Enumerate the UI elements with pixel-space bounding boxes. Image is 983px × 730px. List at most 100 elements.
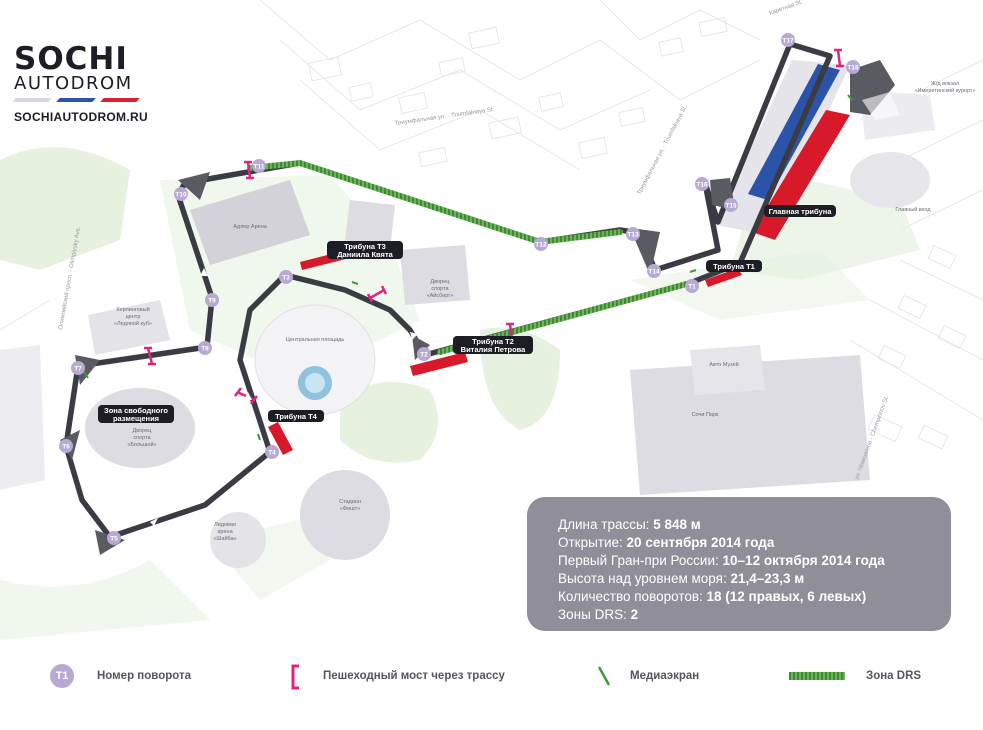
- callout-t4: [268, 410, 324, 422]
- legend-drs: Зона DRS: [866, 670, 922, 682]
- fisht-stadium: [300, 470, 390, 560]
- stand-callouts: Трибуна T3 Даниила Квята Трибуна T2 Вита…: [98, 205, 836, 423]
- info-label: Открытие:: [558, 535, 627, 550]
- info-label: Зоны DRS:: [558, 607, 631, 622]
- legend-media: Медиаэкран: [630, 670, 700, 682]
- turn-marker-circle: [781, 33, 795, 47]
- label-bolshoy-1: Дворец: [133, 428, 153, 434]
- label-curling-3: «Ледяной куб»: [114, 320, 152, 327]
- callout-main: [764, 205, 836, 217]
- turn-marker-t4: T4: [265, 445, 279, 459]
- turn-marker-label: T18: [847, 64, 859, 71]
- turn-marker-label: T14: [648, 268, 660, 275]
- info-value: 5 848 м: [653, 517, 701, 532]
- label-iceberg-3: «Айсберг»: [427, 292, 454, 299]
- label-adler-arena: Адлер Арена: [233, 224, 268, 230]
- adler-arena-building: [190, 180, 310, 265]
- turn-marker-t5: T5: [107, 531, 121, 545]
- label-iceberg-2: спорта: [431, 286, 449, 292]
- bridge-icon: [244, 160, 254, 180]
- drs-zone-1: [247, 159, 623, 246]
- turn-marker-label: T7: [74, 365, 82, 372]
- logo-flag-stripes: [12, 98, 140, 104]
- curling-center-building: [88, 300, 170, 355]
- info-row: Высота над уровнем моря: 21,4–23,3 м: [558, 570, 951, 588]
- turn-marker-t12: T12: [534, 237, 548, 251]
- label-station-1: Ж/д вокзал: [931, 81, 960, 87]
- street-karetnaya: Каретная St.: [769, 0, 804, 17]
- callout-t3: [327, 241, 403, 259]
- label-fisht-1: Стадион: [339, 499, 361, 505]
- label-sochi-park: Сочи Парк: [692, 412, 719, 418]
- legend-turn-number: Номер поворота: [97, 670, 192, 682]
- callout-t1: [706, 260, 762, 272]
- logo-stripe-blue: [56, 98, 96, 102]
- stand-t3-line1: Трибуна T3: [344, 242, 386, 251]
- label-shayba-3: «Шайба»: [213, 535, 236, 542]
- info-value: 2: [630, 607, 639, 622]
- turn-marker-label: T3: [282, 274, 290, 281]
- legend-media-screen-icon: [597, 666, 611, 686]
- label-fisht-2: «Фишт»: [340, 506, 360, 512]
- media-screens: [83, 94, 853, 441]
- venue-labels: Адлер Арена Керлинговый центр «Ледяной к…: [114, 81, 976, 542]
- turn-marker-t8: T8: [198, 341, 212, 355]
- bridge-icon: [366, 285, 388, 303]
- turn-marker-circle: [107, 531, 121, 545]
- turn-marker-circle: [846, 60, 860, 74]
- turn-marker-label: T17: [782, 37, 794, 44]
- auto-museum: [690, 345, 765, 395]
- turn-marker-circle: [59, 439, 73, 453]
- website-link[interactable]: SOCHIAUTODROM.RU: [14, 110, 148, 124]
- track-info-panel: Длина трассы: 5 848 м Открытие: 20 сентя…: [527, 497, 951, 631]
- turn-marker-t15: T15: [724, 198, 738, 212]
- info-row: Первый Гран-при России: 10–12 октября 20…: [558, 552, 951, 570]
- callout-t2: [453, 336, 533, 354]
- direction-arrow-icon: [410, 332, 418, 340]
- media-screen-icon: [847, 94, 853, 101]
- label-station-2: «Имеретинский курорт»: [914, 87, 975, 94]
- venues: [0, 90, 935, 568]
- label-bolshoy-3: «Большой»: [127, 441, 156, 448]
- info-label: Высота над уровнем моря:: [558, 571, 731, 586]
- info-label: Количество поворотов:: [558, 589, 707, 604]
- direction-arrow-icon: [244, 392, 252, 400]
- stand-t2-shape: [410, 352, 468, 376]
- direction-arrow-icon: [150, 518, 158, 526]
- legend-bridge-icon: [291, 664, 299, 690]
- turn-marker-label: T2: [420, 351, 428, 358]
- legend-bridge: Пешеходный мост через трассу: [323, 670, 505, 682]
- info-row: Количество поворотов: 18 (12 правых, 6 л…: [558, 588, 951, 606]
- stand-t2-line1: Трибуна T2: [472, 337, 514, 346]
- turn-marker-t6: T6: [59, 439, 73, 453]
- callout-free-zone: [98, 405, 174, 423]
- turn-marker-t7: T7: [71, 361, 85, 375]
- info-value: 18 (12 правых, 6 левых): [706, 589, 867, 604]
- legend-drs-zone-icon: [789, 672, 845, 680]
- media-screen-icon: [83, 371, 89, 379]
- turn-marker-circle: [417, 347, 431, 361]
- turn-marker-t16: T16: [695, 177, 709, 191]
- turn-marker-label: T10: [175, 191, 187, 198]
- stand-t3-line2: Даниила Квята: [337, 250, 393, 259]
- media-screen-icon: [351, 281, 359, 285]
- info-row: Зоны DRS: 2: [558, 606, 951, 624]
- info-row: Открытие: 20 сентября 2014 года: [558, 534, 951, 552]
- info-value: 10–12 октября 2014 года: [722, 553, 885, 568]
- turn-marker-t1: T1: [685, 279, 699, 293]
- free-zone-line1: Зона свободного: [104, 406, 168, 415]
- info-row: Длина трассы: 5 848 м: [558, 516, 951, 534]
- stand-t4-shape: [268, 422, 293, 455]
- turn-marker-label: T11: [254, 163, 265, 170]
- turn-marker-circle: [265, 445, 279, 459]
- bridge-icon: [834, 48, 844, 68]
- logo-stripe-red: [100, 98, 140, 102]
- label-auto-museum: Авто Музей: [709, 361, 739, 368]
- label-central-square: Центральная площадь: [286, 337, 345, 343]
- turn-marker-circle: [647, 264, 661, 278]
- turn-marker-circle: [205, 293, 219, 307]
- turn-marker-label: T6: [62, 443, 70, 450]
- logo-main-text: SOCHI: [14, 41, 128, 77]
- turn-marker-circle: [626, 227, 640, 241]
